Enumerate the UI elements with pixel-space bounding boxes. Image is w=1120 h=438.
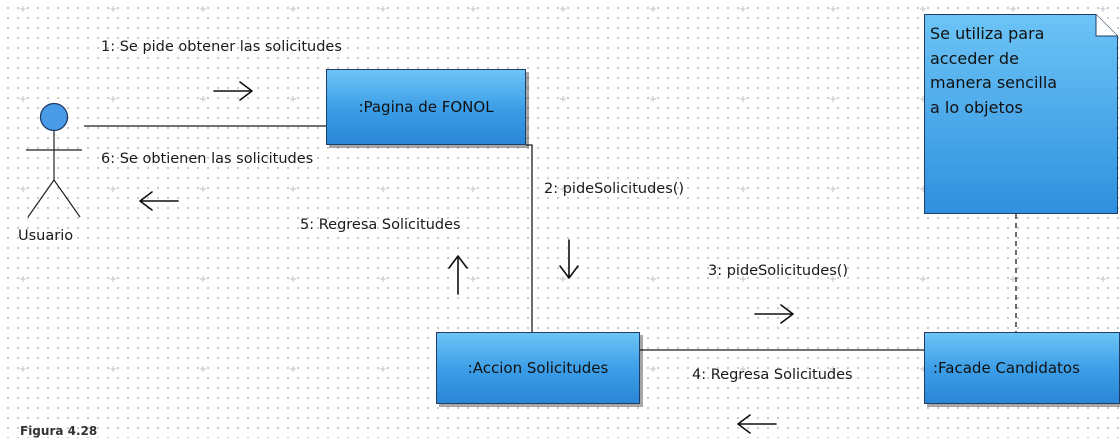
figure-caption: Figura 4.28 [20, 424, 98, 438]
message-2: 2: pideSolicitudes() [544, 181, 685, 197]
link-pagina-accion [526, 144, 533, 332]
message-5: 5: Regresa Solicitudes [300, 217, 461, 233]
actor-stick-figure-icon [26, 102, 82, 218]
arrow-m4-left [737, 414, 777, 434]
message-4: 4: Regresa Solicitudes [692, 367, 853, 383]
actor-label: Usuario [18, 228, 74, 244]
object-pagina-fonol[interactable]: :Pagina de FONOL [326, 69, 526, 145]
object-accion-label: :Accion Solicitudes [467, 359, 609, 377]
arrow-m6-left [139, 191, 179, 211]
arrow-m2-down [559, 239, 579, 279]
object-facade-label: :Facade Candidatos [933, 359, 1080, 377]
message-6: 6: Se obtienen las solicitudes [101, 151, 314, 167]
message-3: 3: pideSolicitudes() [708, 263, 849, 279]
actor-usuario[interactable] [20, 100, 100, 250]
object-pagina-label: :Pagina de FONOL [358, 98, 494, 116]
message-1: 1: Se pide obtener las solicitudes [101, 39, 342, 55]
note-comment[interactable]: Se utiliza para acceder de manera sencil… [924, 14, 1118, 214]
arrow-m5-up [448, 255, 468, 295]
note-text: Se utiliza para acceder de manera sencil… [930, 24, 1058, 117]
arrow-m1-right [213, 81, 253, 101]
object-facade-candidatos[interactable]: :Facade Candidatos [924, 332, 1120, 404]
note-shape [924, 14, 1118, 214]
arrow-m3-right [754, 304, 794, 324]
object-accion-solicitudes[interactable]: :Accion Solicitudes [436, 332, 640, 404]
